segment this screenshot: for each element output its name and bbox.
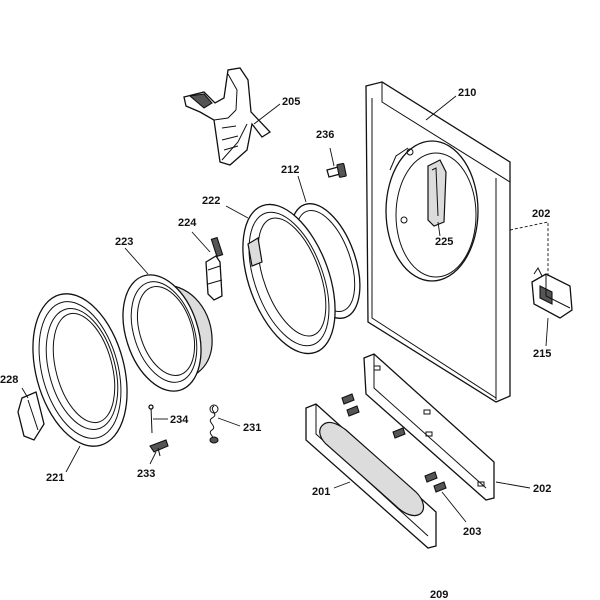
label-210: 210 [458,87,476,99]
label-202-top: 202 [532,208,550,220]
part-221-outer-door-ring [32,293,128,447]
part-205-drawer-housing [183,67,272,166]
label-222: 222 [202,195,220,207]
part-222-door-frame [242,203,336,355]
part-215-door-lock [531,267,573,319]
label-231: 231 [243,422,261,434]
part-223-glass-bowl [122,274,213,392]
part-202-bottom-rail [363,353,495,501]
label-215: 215 [533,348,551,360]
label-233: 233 [137,468,155,480]
part-210-front-panel [365,81,511,403]
part-231-spring [209,404,219,444]
screws-203 [341,393,447,493]
label-234: 234 [170,414,189,426]
label-225: 225 [435,236,453,248]
leader-lines [21,95,549,523]
label-205: 205 [282,96,300,108]
part-236-screw [326,162,347,178]
label-203: 203 [463,526,481,538]
label-201: 201 [312,486,330,498]
part-234-pin [148,404,154,434]
part-224-hinge [205,236,224,301]
label-212: 212 [281,164,299,176]
label-221: 221 [46,472,64,484]
part-228-handle [17,391,45,441]
label-202-bottom: 202 [533,483,551,495]
part-233-latch [149,439,169,457]
label-223: 223 [115,236,133,248]
label-224: 224 [178,217,197,229]
part-labels: 205 210 236 212 222 224 223 225 202 215 … [0,87,551,600]
label-228: 228 [0,374,18,386]
label-209: 209 [430,589,448,600]
part-201-kick-plate [305,403,437,549]
label-236: 236 [316,129,334,141]
